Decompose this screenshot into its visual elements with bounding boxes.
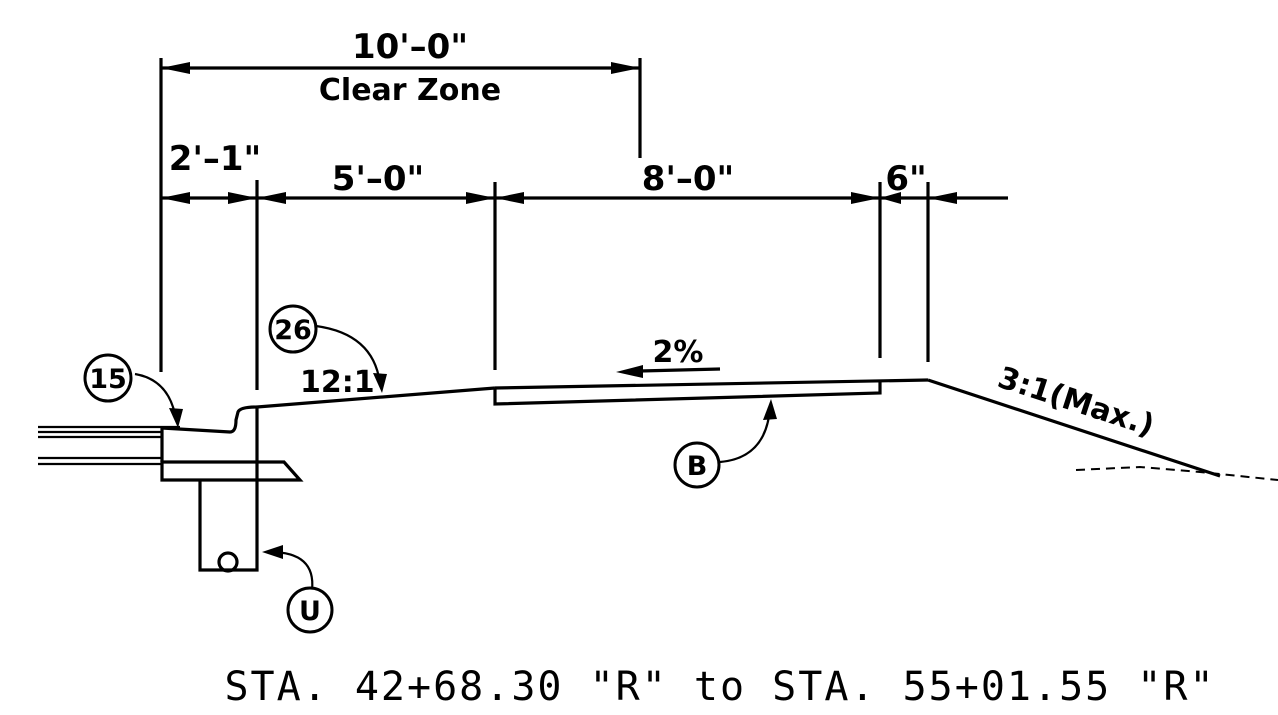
callout-letter: U: [299, 596, 321, 627]
callout-26: 26: [268, 304, 387, 393]
slope-label-3-to-1-max: 3:1(Max.): [994, 360, 1159, 443]
clear-zone-label: Clear Zone: [319, 73, 501, 108]
callout-leader: [269, 550, 314, 591]
clear-zone-dimension: 10'–0" Clear Zone: [159, 27, 642, 372]
callout-circle: [268, 304, 318, 354]
arrowhead: [257, 192, 286, 204]
shoulder-base-course: [493, 381, 882, 406]
callout-b: B: [673, 399, 777, 489]
slope-label-12-to-1: 12:1: [300, 365, 375, 400]
callout-number: 15: [89, 364, 127, 395]
dimension-label-6in: 6": [885, 159, 926, 199]
callout-circle: [83, 353, 133, 403]
arrowhead: [851, 192, 880, 204]
slope-direction-arrow-line: [639, 367, 721, 373]
arrowhead: [161, 192, 190, 204]
slope-direction-arrowhead: [616, 365, 643, 378]
existing-ground-line: [1075, 465, 1278, 481]
arrowhead: [880, 192, 901, 204]
callout-arrowhead: [763, 399, 777, 420]
callout-number: 26: [274, 315, 312, 346]
arrowhead: [611, 62, 640, 74]
dimension-chain: 2'–1" 5'–0" 8'–0" 6": [161, 139, 1008, 390]
slope-3-to-1-line: [927, 378, 1221, 478]
arrowhead: [161, 62, 190, 74]
cross-section-profile: [38, 365, 1278, 573]
underdrain-pipe: [217, 551, 239, 573]
callout-leader: [134, 372, 178, 421]
dimension-label-8ft: 8'–0": [642, 159, 734, 199]
callout-leader: [719, 407, 772, 464]
callout-15: 15: [83, 353, 183, 428]
arrowhead: [928, 192, 957, 204]
dimension-label-5ft: 5'–0": [332, 159, 424, 199]
callout-arrowhead: [169, 408, 183, 428]
curb-and-gutter-top: [161, 405, 258, 434]
callout-arrowhead: [262, 545, 283, 559]
shoulder-surface: [494, 378, 929, 390]
station-range-caption: STA. 42+68.30 "R" to STA. 55+01.55 "R": [224, 664, 1215, 710]
slope-12-to-1-line: [256, 386, 496, 409]
arrowhead: [466, 192, 495, 204]
callout-circle: [673, 441, 721, 489]
curb-base-slab: [160, 460, 304, 482]
slope-label-2-percent: 2%: [653, 335, 704, 370]
callout-circle: [286, 586, 334, 634]
arrowhead: [495, 192, 524, 204]
arrowhead: [228, 192, 257, 204]
callout-arrowhead: [373, 373, 387, 393]
clear-zone-width-label: 10'–0": [352, 27, 468, 67]
callout-letter: B: [687, 451, 708, 482]
callout-u: U: [262, 545, 334, 634]
dimension-label-2ft-1in: 2'–1": [169, 139, 261, 179]
